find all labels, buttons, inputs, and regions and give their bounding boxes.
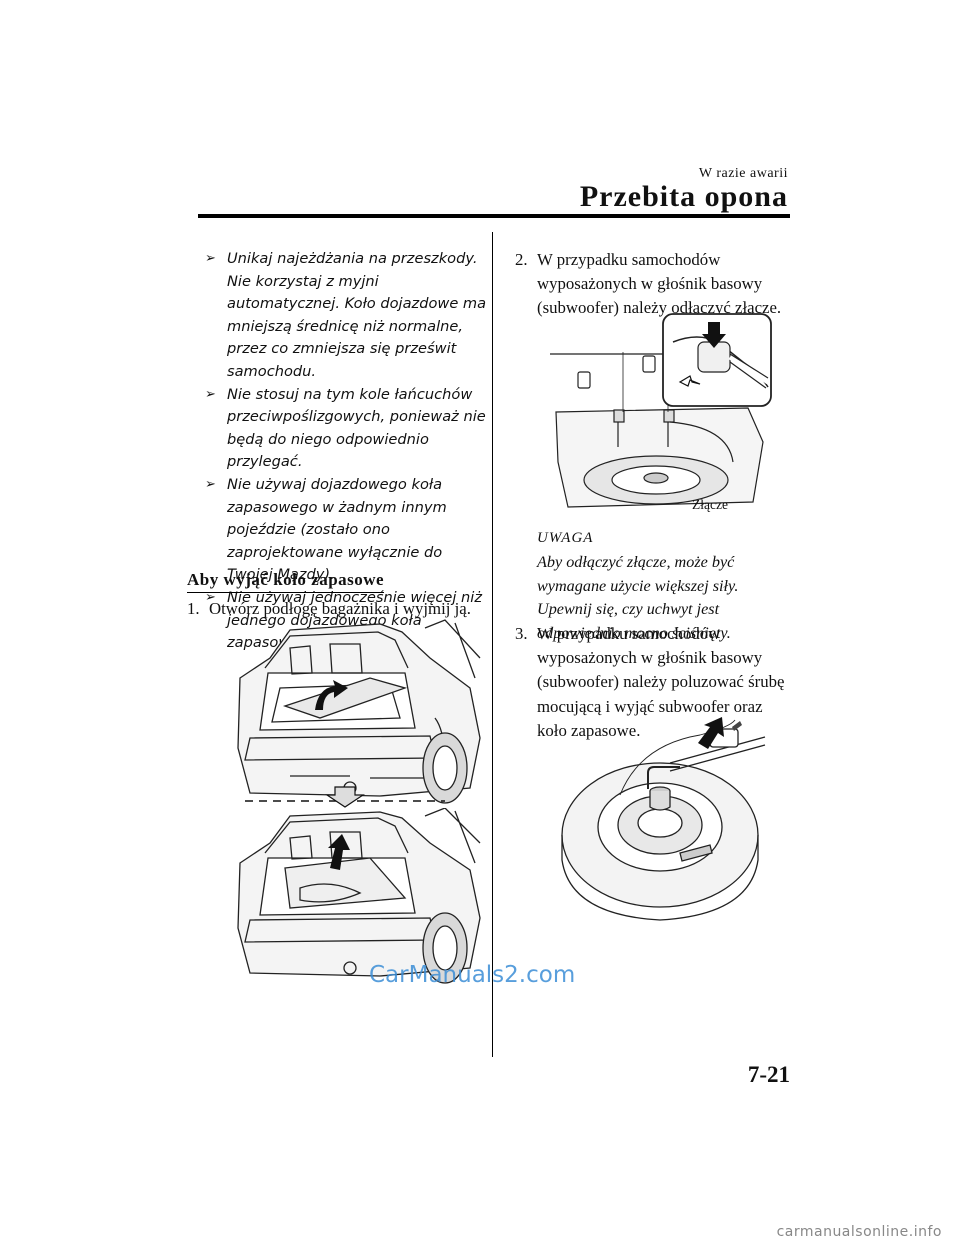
step-2: 2. W przypadku samochodów wyposażonych w… xyxy=(515,248,790,321)
step-1: 1. Otwórz podłogę bagażnika i wyjmij ją. xyxy=(187,597,487,621)
bullet-text: Nie używaj dojazdowego koła zapasowego w… xyxy=(227,475,447,584)
bullet-text: Nie stosuj na tym kole łańcuchów przeciw… xyxy=(227,385,486,471)
note-text: Aby odłączyć złącze, może być wymagane u… xyxy=(537,552,739,643)
note-box: UWAGA Aby odłączyć złącze, może być wyma… xyxy=(537,527,787,646)
step-text: Otwórz podłogę bagażnika i wyjmij ją. xyxy=(209,599,471,618)
subwoofer-connector-illustration xyxy=(550,313,772,508)
section-heading: Aby wyjąć koło zapasowe xyxy=(187,570,385,593)
page-title: Przebita opona xyxy=(579,180,788,213)
step-3: 3. W przypadku samochodów wyposażonych w… xyxy=(515,622,790,743)
step-text: W przypadku samochodów wyposażonych w gł… xyxy=(537,624,785,740)
arrow-bullet-icon: ➢ xyxy=(205,589,216,605)
step-arrow-divider xyxy=(245,786,445,808)
step-number: 2. xyxy=(515,250,528,269)
spare-tire-subwoofer-illustration xyxy=(561,717,766,921)
footer-site-logo: carmanualsonline.info xyxy=(776,1224,942,1240)
watermark-text: CarManuals2.com xyxy=(369,962,576,988)
trunk-floor-removed-illustration xyxy=(237,808,481,984)
connector-label: Złącze xyxy=(692,497,728,512)
step-text: W przypadku samochodów wyposażonych w gł… xyxy=(537,250,782,318)
bullet-item: ➢ Unikaj najeżdżania na przeszkody. Nie … xyxy=(205,248,487,384)
arrow-bullet-icon: ➢ xyxy=(205,386,216,402)
step-number: 1. xyxy=(187,599,200,618)
bullet-item: ➢ Nie stosuj na tym kole łańcuchów przec… xyxy=(205,384,487,474)
warning-bullet-list: ➢ Unikaj najeżdżania na przeszkody. Nie … xyxy=(205,248,487,655)
page-number: 7-21 xyxy=(747,1062,790,1087)
arrow-bullet-icon: ➢ xyxy=(205,251,216,266)
step-number: 3. xyxy=(515,624,528,643)
column-divider xyxy=(492,232,493,1057)
header-rule xyxy=(198,214,790,218)
bullet-text: Unikaj najeżdżania na przeszkody. Nie ko… xyxy=(227,250,487,380)
arrow-bullet-icon: ➢ xyxy=(205,476,216,492)
trunk-floor-lift-illustration xyxy=(237,619,481,804)
section-subtitle: W razie awarii xyxy=(698,166,788,181)
note-title: UWAGA xyxy=(537,530,594,546)
bullet-item: ➢ Nie używaj dojazdowego koła zapasowego… xyxy=(205,474,487,587)
